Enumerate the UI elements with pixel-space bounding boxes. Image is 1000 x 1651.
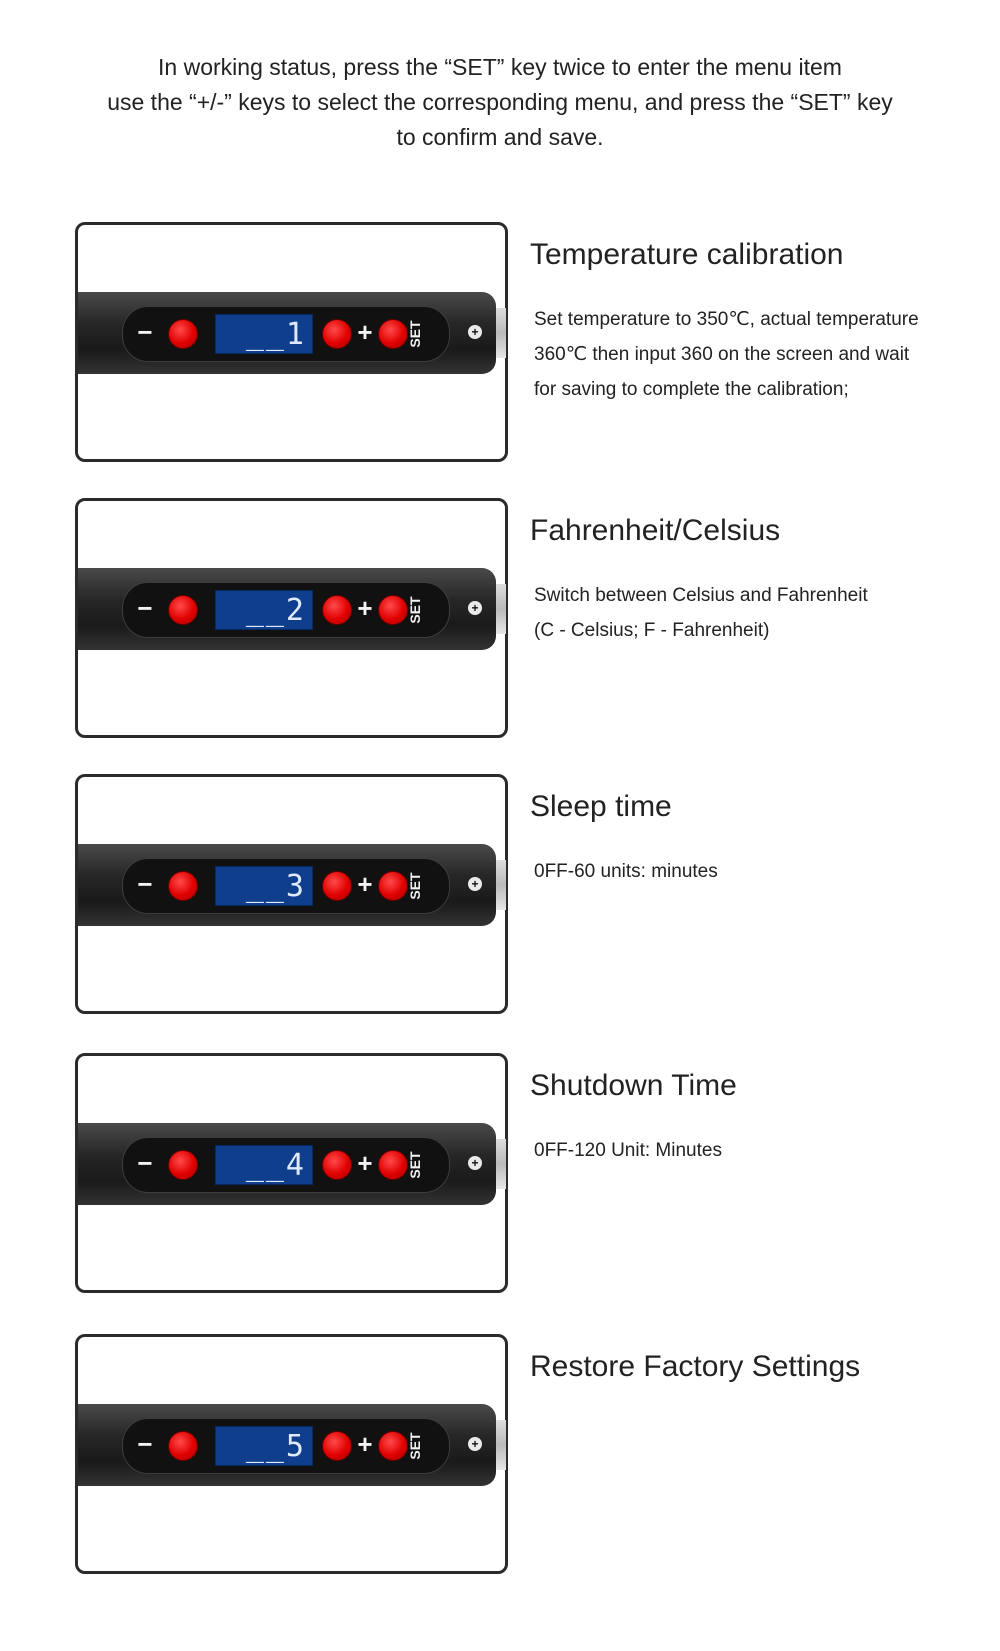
intro-line-1: In working status, press the “SET” key t… (158, 54, 842, 80)
section-description: 0FF-60 units: minutes (534, 854, 964, 889)
section-description: Set temperature to 350℃, actual temperat… (534, 302, 964, 407)
menu-section-4: − __4 + SET + Shutdown Time 0FF-120 Unit… (0, 1053, 1000, 1293)
plus-button-icon (322, 1431, 352, 1461)
screw-icon: + (468, 1437, 482, 1451)
plus-button-icon (322, 319, 352, 349)
lcd-display: __4 (215, 1145, 313, 1185)
section-title: Temperature calibration (530, 238, 844, 271)
minus-button-icon (168, 1431, 198, 1461)
control-panel: − __4 + SET (122, 1137, 450, 1193)
plus-symbol: + (357, 317, 373, 347)
menu-section-2: − __2 + SET + Fahrenheit/Celsius Switch … (0, 498, 1000, 738)
lcd-display: __2 (215, 590, 313, 630)
plus-symbol: + (357, 1148, 373, 1178)
soldering-iron-image: − __4 + SET + (78, 1123, 508, 1205)
set-button-icon (378, 319, 408, 349)
plus-symbol: + (357, 593, 373, 623)
set-label: SET (407, 596, 423, 624)
menu-section-5: − __5 + SET + Restore Factory Settings (0, 1334, 1000, 1574)
screw-icon: + (468, 325, 482, 339)
controller-image-frame: − __5 + SET + (75, 1334, 508, 1574)
description-line: Set temperature to 350℃, actual temperat… (534, 309, 919, 330)
section-title: Sleep time (530, 790, 672, 823)
screw-icon: + (468, 601, 482, 615)
lcd-display: __1 (215, 314, 313, 354)
menu-section-1: − __1 + SET + Temperature calibration Se… (0, 222, 1000, 462)
lcd-display: __5 (215, 1426, 313, 1466)
description-line: 0FF-60 units: minutes (534, 861, 718, 882)
screw-icon: + (468, 877, 482, 891)
soldering-iron-image: − __5 + SET + (78, 1404, 508, 1486)
soldering-iron-image: − __3 + SET + (78, 844, 508, 926)
controller-image-frame: − __1 + SET + (75, 222, 508, 462)
section-title: Shutdown Time (530, 1069, 737, 1102)
description-line: for saving to complete the calibration; (534, 379, 849, 400)
minus-symbol: − (137, 317, 153, 347)
minus-symbol: − (137, 1148, 153, 1178)
section-description: Switch between Celsius and Fahrenheit (C… (534, 578, 964, 648)
control-panel: − __2 + SET (122, 582, 450, 638)
set-label: SET (407, 1432, 423, 1460)
minus-symbol: − (137, 593, 153, 623)
minus-symbol: − (137, 869, 153, 899)
minus-button-icon (168, 319, 198, 349)
screw-icon: + (468, 1156, 482, 1170)
description-line: Switch between Celsius and Fahrenheit (534, 585, 868, 606)
soldering-iron-image: − __2 + SET + (78, 568, 508, 650)
plus-button-icon (322, 595, 352, 625)
section-title: Restore Factory Settings (530, 1350, 861, 1383)
plus-symbol: + (357, 1429, 373, 1459)
section-description: 0FF-120 Unit: Minutes (534, 1133, 964, 1168)
set-button-icon (378, 871, 408, 901)
plus-button-icon (322, 871, 352, 901)
minus-button-icon (168, 1150, 198, 1180)
control-panel: − __3 + SET (122, 858, 450, 914)
intro-line-2: use the “+/-” keys to select the corresp… (107, 89, 893, 115)
soldering-iron-image: − __1 + SET + (78, 292, 508, 374)
set-label: SET (407, 320, 423, 348)
set-button-icon (378, 1431, 408, 1461)
plus-symbol: + (357, 869, 373, 899)
set-button-icon (378, 1150, 408, 1180)
controller-image-frame: − __2 + SET + (75, 498, 508, 738)
plus-button-icon (322, 1150, 352, 1180)
menu-section-3: − __3 + SET + Sleep time 0FF-60 units: m… (0, 774, 1000, 1014)
section-title: Fahrenheit/Celsius (530, 514, 781, 547)
minus-button-icon (168, 595, 198, 625)
set-button-icon (378, 595, 408, 625)
intro-line-3: to confirm and save. (396, 124, 604, 150)
controller-image-frame: − __4 + SET + (75, 1053, 508, 1293)
description-line: (C - Celsius; F - Fahrenheit) (534, 620, 770, 641)
minus-symbol: − (137, 1429, 153, 1459)
set-label: SET (407, 872, 423, 900)
description-line: 0FF-120 Unit: Minutes (534, 1140, 722, 1161)
set-label: SET (407, 1151, 423, 1179)
control-panel: − __1 + SET (122, 306, 450, 362)
description-line: 360℃ then input 360 on the screen and wa… (534, 344, 910, 365)
minus-button-icon (168, 871, 198, 901)
intro-text: In working status, press the “SET” key t… (60, 50, 940, 155)
controller-image-frame: − __3 + SET + (75, 774, 508, 1014)
control-panel: − __5 + SET (122, 1418, 450, 1474)
lcd-display: __3 (215, 866, 313, 906)
